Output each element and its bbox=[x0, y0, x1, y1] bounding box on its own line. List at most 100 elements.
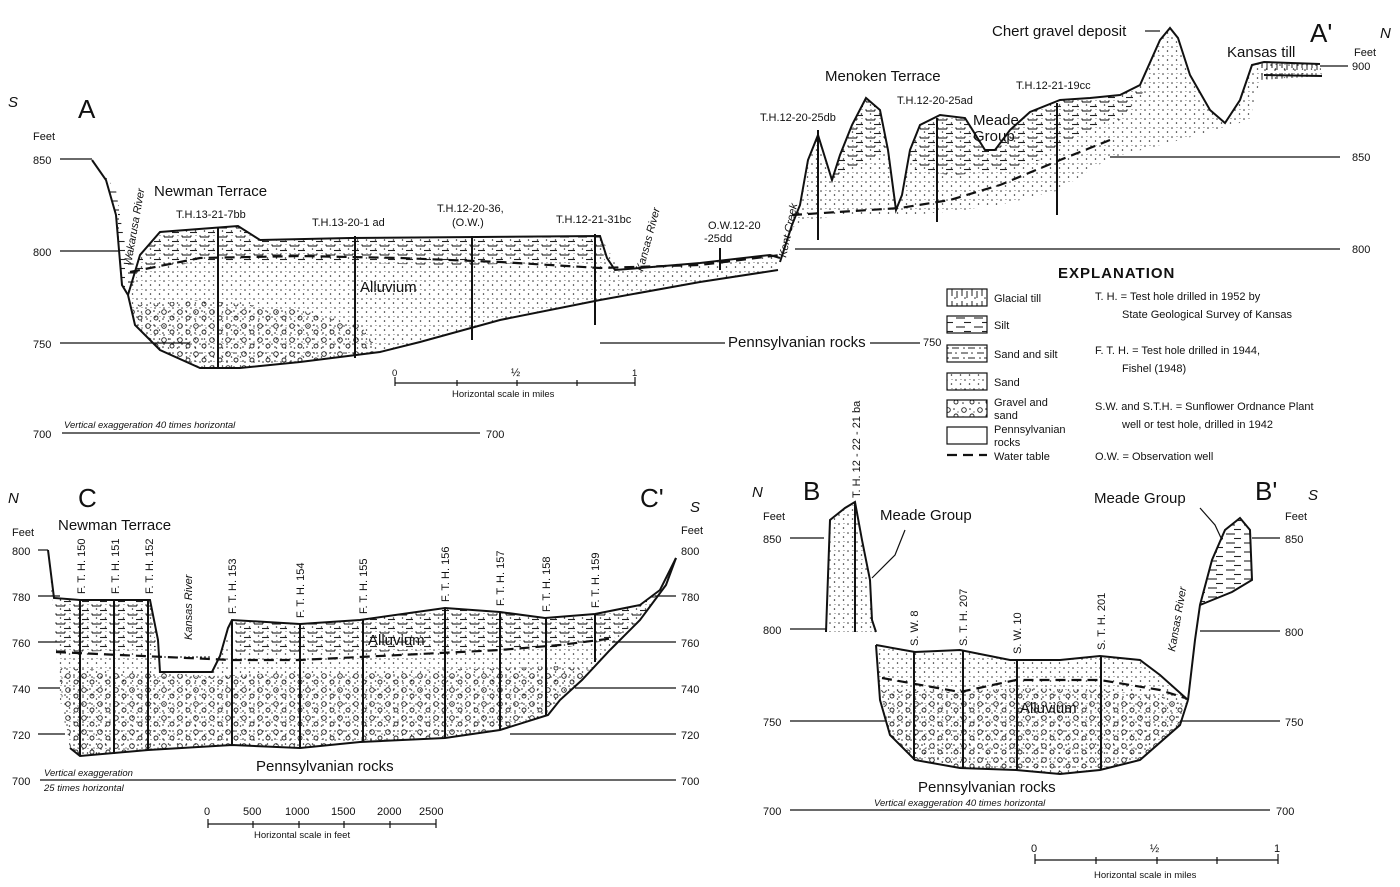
legend-label-gravel: Gravel and bbox=[994, 397, 1048, 409]
legend-swatch-silt bbox=[946, 315, 988, 334]
legend-label-silt: Silt bbox=[994, 320, 1009, 332]
section-c-ylabel-720-right: 720 bbox=[681, 730, 699, 742]
note-sw-1: S.W. and S.T.H. = Sunflower Ordnance Pla… bbox=[1095, 401, 1314, 413]
section-a-alluvium-silt bbox=[128, 226, 605, 295]
section-b-meade-leader-right bbox=[1199, 507, 1223, 541]
section-c-ylabel-780: 780 bbox=[12, 592, 30, 604]
well-label-sw-8: S. W. 8 bbox=[909, 611, 921, 646]
section-a-vertical-exaggeration: Vertical exaggeration 40 times horizonta… bbox=[64, 420, 236, 431]
section-a-chert-gravel: Chert gravel deposit bbox=[992, 23, 1127, 40]
section-a-scale-half: ½ bbox=[511, 367, 520, 379]
section-c-ylabel-740-right: 740 bbox=[681, 684, 699, 696]
section-a-ylabel-800-right: 800 bbox=[1352, 244, 1370, 256]
section-c-dir-left: N bbox=[8, 490, 19, 507]
well-label-fth-152: F. T. H. 152 bbox=[144, 539, 156, 594]
legend-label-sand: Sand bbox=[994, 377, 1020, 389]
section-b-surface bbox=[875, 644, 1189, 701]
well-label-fth-155: F. T. H. 155 bbox=[358, 559, 370, 614]
well-label-th-12-20-25ad: T.H.12-20-25ad bbox=[897, 95, 973, 107]
section-c-ylabel-760: 760 bbox=[12, 638, 30, 650]
well-label-sth-207: S. T. H. 207 bbox=[958, 589, 970, 646]
section-a-meade: Meade bbox=[973, 112, 1019, 129]
note-fth-1: F. T. H. = Test hole drilled in 1944, bbox=[1095, 345, 1260, 357]
section-c-alluvium-label: Alluvium bbox=[368, 632, 425, 649]
section-a-alluvium-gravel bbox=[132, 300, 380, 368]
section-a-ylabel-750: 750 bbox=[33, 339, 51, 351]
well-label-ow-12-20: O.W.12-20 bbox=[708, 220, 761, 232]
section-a-ylabel-800: 800 bbox=[33, 247, 51, 259]
section-a-alluvium-label: Alluvium bbox=[360, 279, 417, 296]
section-a-valley-surface bbox=[127, 224, 781, 296]
section-b-feet: Feet bbox=[763, 511, 785, 523]
section-a-upland-surface bbox=[779, 26, 1321, 263]
section-a-kansas-till-base bbox=[1263, 74, 1323, 77]
section-a-water-table-north bbox=[791, 138, 1111, 217]
section-a: S A A' N Feet Feet 850 800 750 700 700 7… bbox=[8, 18, 1391, 441]
section-a-meade-silt bbox=[910, 85, 1145, 175]
well-label-fth-151: F. T. H. 151 bbox=[110, 539, 122, 594]
section-b-meade-group-right: Meade Group bbox=[1094, 490, 1186, 507]
section-a-scale-1: 1 bbox=[632, 368, 637, 379]
well-label-th-12-22-21ba: T. H. 12 - 22 - 21 ba bbox=[851, 400, 863, 498]
section-a-scale-bar: 0 ½ 1 Horizontal scale in miles bbox=[392, 367, 637, 400]
section-c-ylabel-800: 800 bbox=[12, 546, 30, 558]
explanation-title: EXPLANATION bbox=[1058, 265, 1175, 282]
section-a-bedrock-contact bbox=[127, 269, 779, 369]
well-label-fth-157: F. T. H. 157 bbox=[495, 551, 507, 606]
well-label-ow: (O.W.) bbox=[452, 217, 484, 229]
section-b-scale-1: 1 bbox=[1274, 843, 1280, 855]
legend-label-rocks: rocks bbox=[994, 437, 1021, 449]
section-c-label-left: C bbox=[78, 483, 97, 513]
section-c-scale-2000: 2000 bbox=[377, 806, 401, 818]
legend-swatch-gravel-sand bbox=[946, 399, 988, 418]
section-b-dir-left: N bbox=[752, 484, 763, 501]
section-b-right-bluff-silt bbox=[1200, 518, 1252, 605]
section-b-right-bluff-surface bbox=[1187, 516, 1254, 701]
well-label-sw-10: S. W. 10 bbox=[1012, 612, 1024, 654]
legend-swatch-glacial-till bbox=[946, 288, 988, 307]
section-a-meade-group: Group bbox=[973, 128, 1015, 145]
section-c-scale-1000: 1000 bbox=[285, 806, 309, 818]
legend-swatch-sand bbox=[946, 372, 988, 391]
section-a-scale-caption: Horizontal scale in miles bbox=[452, 389, 555, 400]
section-a-water-table-south bbox=[129, 253, 781, 274]
section-a-kansas-river: Kansas River bbox=[634, 205, 663, 273]
explanation-legend: EXPLANATION Glacial till Silt Sand and s… bbox=[946, 265, 1314, 463]
section-b-ylabel-800: 800 bbox=[763, 625, 781, 637]
section-c-dir-right: S bbox=[690, 499, 700, 516]
section-b-meade-group-left: Meade Group bbox=[880, 507, 972, 524]
section-b-meade-leader-left bbox=[871, 529, 906, 579]
section-a-ylabel-900-right: 900 bbox=[1352, 61, 1370, 73]
section-b-ylabel-700: 700 bbox=[763, 806, 781, 818]
section-b-ylabel-850: 850 bbox=[763, 534, 781, 546]
section-c-newman-silt bbox=[54, 598, 156, 652]
section-a-ylabel-850: 850 bbox=[33, 155, 51, 167]
well-label-fth-154: F. T. H. 154 bbox=[295, 563, 307, 618]
legend-label-glacial-till: Glacial till bbox=[994, 293, 1041, 305]
section-a-ylabel-750-right: 750 bbox=[923, 337, 941, 349]
section-b-left-bluff-sand bbox=[826, 502, 876, 632]
well-label-fth-158: F. T. H. 158 bbox=[541, 557, 553, 612]
section-a-pennsylvanian-label: Pennsylvanian rocks bbox=[728, 334, 866, 351]
section-c-water-table bbox=[55, 636, 616, 662]
section-a-ylabel-700-right: 700 bbox=[486, 429, 504, 441]
well-label-th-13-20-1ad: T.H.13-20-1 ad bbox=[312, 217, 385, 229]
section-c-feet-right: Feet bbox=[681, 525, 703, 537]
legend-label-sand-silt: Sand and silt bbox=[994, 349, 1058, 361]
section-c-newman-terrace: Newman Terrace bbox=[58, 517, 171, 534]
section-b-kansas-river: Kansas River bbox=[1166, 585, 1189, 653]
section-c-ylabel-700: 700 bbox=[12, 776, 30, 788]
section-b-ylabel-750-right: 750 bbox=[1285, 717, 1303, 729]
well-label-th-12-21-19cc: T.H.12-21-19cc bbox=[1016, 80, 1091, 92]
section-a-left-bluff-surface bbox=[91, 159, 129, 296]
section-c-scale-caption: Horizontal scale in feet bbox=[254, 830, 350, 841]
legend-label-pennsylvanian: Pennsylvanian bbox=[994, 424, 1066, 436]
section-b-ylabel-750: 750 bbox=[763, 717, 781, 729]
section-c-ylabel-700-right: 700 bbox=[681, 776, 699, 788]
section-a-menoken-terrace: Menoken Terrace bbox=[825, 68, 941, 85]
section-a-newman-terrace: Newman Terrace bbox=[154, 183, 267, 200]
well-label-25dd: -25dd bbox=[704, 233, 732, 245]
section-b-left-bluff-surface bbox=[825, 500, 877, 633]
well-label-sth-201: S. T. H. 201 bbox=[1096, 593, 1108, 650]
